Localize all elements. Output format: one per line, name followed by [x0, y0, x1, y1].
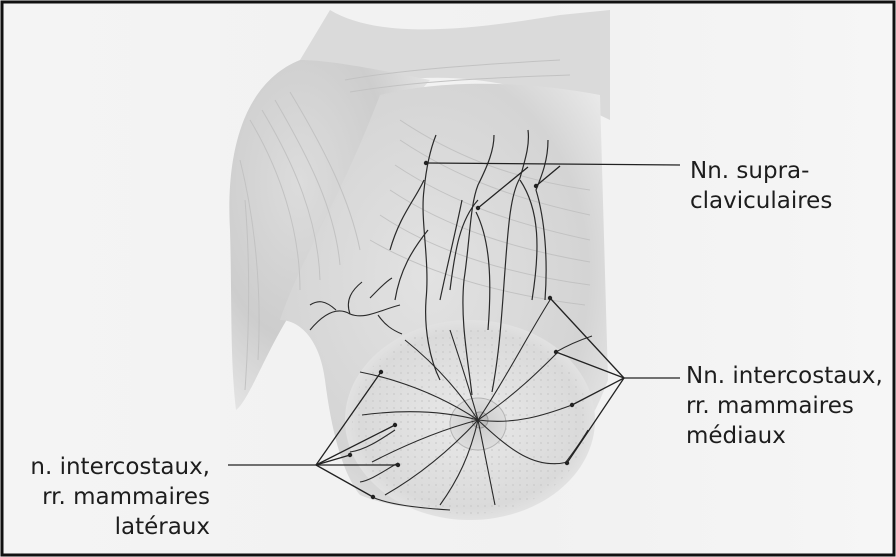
label-supraclavicular-nerves: Nn. supra- claviculaires — [690, 156, 832, 216]
label-line: rr. mammaires — [686, 391, 883, 421]
label-line: Nn. supra- — [690, 156, 832, 186]
label-lateral-mammary-branches: n. intercostaux, rr. mammaires latéraux — [30, 452, 210, 542]
label-line: médiaux — [686, 421, 883, 451]
label-line: latéraux — [30, 512, 210, 542]
label-line: rr. mammaires — [30, 482, 210, 512]
label-line: Nn. intercostaux, — [686, 361, 883, 391]
label-line: claviculaires — [690, 186, 832, 216]
label-medial-mammary-branches: Nn. intercostaux, rr. mammaires médiaux — [686, 361, 883, 451]
label-line: n. intercostaux, — [30, 452, 210, 482]
